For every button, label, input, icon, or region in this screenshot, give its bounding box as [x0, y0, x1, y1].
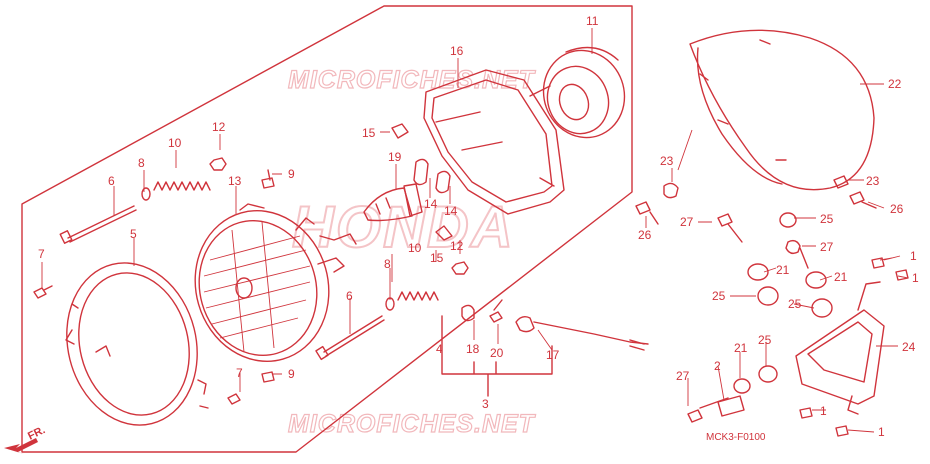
grommet-25-upper [779, 212, 797, 228]
callout-20: 20 [490, 346, 504, 360]
callout-5: 5 [130, 227, 137, 241]
callout-16: 16 [450, 44, 464, 58]
callout-7-left: 7 [38, 247, 45, 261]
bolt-27-lower [687, 397, 729, 423]
headlight-case [689, 29, 875, 191]
callout-21-left: 21 [776, 263, 790, 277]
callout-18: 18 [466, 342, 480, 356]
callout-26-right: 26 [890, 202, 904, 216]
bolt-1-d [835, 425, 849, 437]
grommet-25-right [811, 298, 833, 318]
collar-21-left [747, 263, 769, 281]
bolt-1-b [895, 269, 909, 281]
callout-11: 11 [586, 14, 599, 28]
callout-15-upper: 15 [362, 126, 376, 140]
callout-3: 3 [482, 397, 489, 411]
headlight-stay [795, 281, 885, 415]
callout-25-lower: 25 [758, 333, 772, 347]
bolt-23-right [833, 175, 849, 189]
callout-2: 2 [714, 359, 721, 373]
callout-8-upper: 8 [138, 156, 145, 170]
assembly-frame [21, 5, 633, 453]
screw-7-left [33, 285, 53, 299]
callout-1-a: 1 [910, 249, 917, 263]
group-bracket [441, 315, 553, 397]
clip-14-left [413, 158, 429, 186]
bolt-1-c [799, 407, 813, 419]
callout-9-upper: 9 [288, 167, 295, 181]
watermark-brand: HONDA [292, 195, 515, 260]
headlight-unit [194, 203, 357, 362]
callout-17: 17 [546, 348, 560, 362]
bolt-27-middle [785, 239, 809, 269]
callout-1-b: 1 [912, 271, 919, 285]
callout-labels: 11 16 22 12 15 19 14 14 10 8 6 13 9 5 7 … [38, 14, 919, 439]
callout-1-d: 1 [878, 425, 885, 439]
upper-adjust-screw-set [59, 157, 227, 244]
callout-21-lower: 21 [734, 341, 748, 355]
bolt-26-right [849, 191, 877, 209]
callout-24: 24 [902, 340, 916, 354]
headlight-bulb [363, 183, 423, 222]
headlight-rim [65, 262, 209, 426]
callout-21-right: 21 [834, 270, 848, 284]
callout-12-lower: 12 [450, 239, 464, 253]
clip-14-right [435, 170, 451, 194]
callout-1-c: 1 [820, 404, 827, 418]
callout-8-lower: 8 [384, 257, 391, 271]
headlight-socket [542, 46, 626, 139]
callout-27-lower: 27 [676, 369, 690, 383]
headlight-bracket [423, 69, 565, 215]
callout-25-right: 25 [788, 297, 802, 311]
wire-harness-parts [461, 299, 649, 351]
callout-25-upper: 25 [820, 212, 834, 226]
callout-15-lower: 15 [430, 251, 444, 265]
callout-27-middle: 27 [820, 240, 834, 254]
callout-22: 22 [888, 77, 902, 91]
callout-19: 19 [388, 150, 402, 164]
callout-9-lower: 9 [288, 367, 295, 381]
callout-10-upper: 10 [168, 136, 182, 150]
bolt-1-a [871, 257, 885, 269]
callout-27-upper: 27 [680, 215, 694, 229]
grommet-25-lower [758, 365, 778, 383]
front-direction-arrow: FR. [4, 424, 47, 454]
screw-9-lower [261, 371, 275, 383]
callout-13: 13 [228, 174, 242, 188]
callout-25-left: 25 [712, 289, 726, 303]
bolt-26-left [635, 201, 659, 225]
callout-14-left: 14 [424, 197, 438, 211]
callout-6-lower: 6 [346, 289, 353, 303]
lower-adjust-screw-set [227, 261, 469, 405]
callout-10-lower: 10 [408, 241, 422, 255]
screw-9-upper [261, 169, 275, 189]
diagram-code: MCK3-F0100 [706, 432, 766, 443]
grommet-25-left [757, 286, 779, 306]
watermark-top: MICROFICHES.NET [288, 66, 537, 94]
plate-2 [717, 395, 745, 417]
bolt-23-left [663, 182, 679, 199]
callout-12-upper: 12 [212, 120, 226, 134]
callout-7-lower: 7 [236, 366, 243, 380]
clip-15-upper [391, 123, 409, 139]
collar-21-lower [733, 378, 751, 394]
callout-23-right: 23 [866, 174, 880, 188]
callout-14-right: 14 [444, 204, 458, 218]
clip-15-lower [435, 225, 453, 241]
collar-21-right [805, 271, 827, 289]
callout-23-left: 23 [660, 154, 674, 168]
bolt-27-upper [717, 213, 743, 243]
callout-6-upper: 6 [108, 174, 115, 188]
callout-26-left: 26 [638, 228, 652, 242]
watermark-bottom: MICROFICHES.NET [288, 410, 537, 438]
leader-lines [41, 28, 909, 433]
front-direction-label: FR. [26, 424, 47, 443]
callout-4: 4 [436, 342, 443, 356]
